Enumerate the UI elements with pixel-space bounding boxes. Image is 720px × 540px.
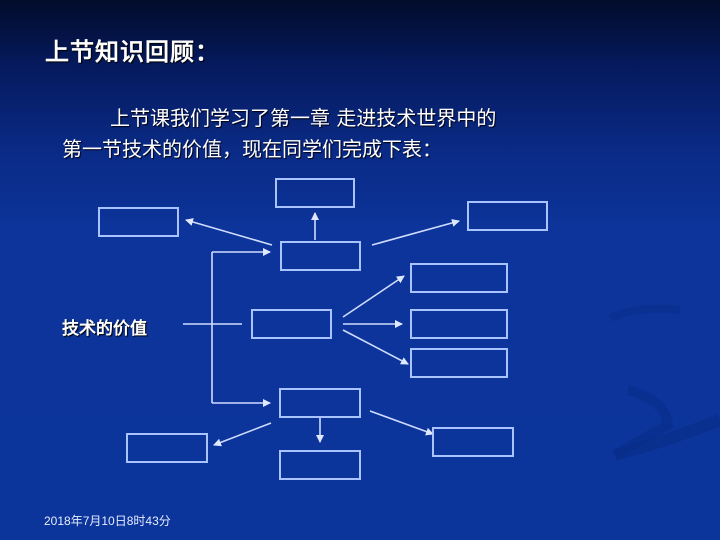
footer-timestamp: 2018年7月10日8时43分 [44,514,171,528]
diagram-box-upper-mid [280,241,361,271]
diagram-box-upper-left [98,207,179,237]
diagram-box-lower-mid [279,388,361,418]
diagram-box-upper-right [467,201,548,231]
diagram-box-top-center [275,178,355,208]
diagram-box-lower-left [126,433,208,463]
diagram-box-center-right-3 [410,348,508,378]
intro-paragraph-line-2: 第一节技术的价值，现在同学们完成下表： [62,137,442,161]
diagram-box-lower-center [279,450,361,480]
slide-title: 上节知识回顾： [45,37,220,66]
diagram-root-label: 技术的价值 [62,319,147,339]
diagram-box-center-right-1 [410,263,508,293]
intro-paragraph-line-1: 上节课我们学习了第一章 走进技术世界中的 [110,106,497,130]
diagram-box-lower-right [432,427,514,457]
diagram-box-center-right-2 [410,309,508,339]
diagram-box-center [251,309,332,339]
